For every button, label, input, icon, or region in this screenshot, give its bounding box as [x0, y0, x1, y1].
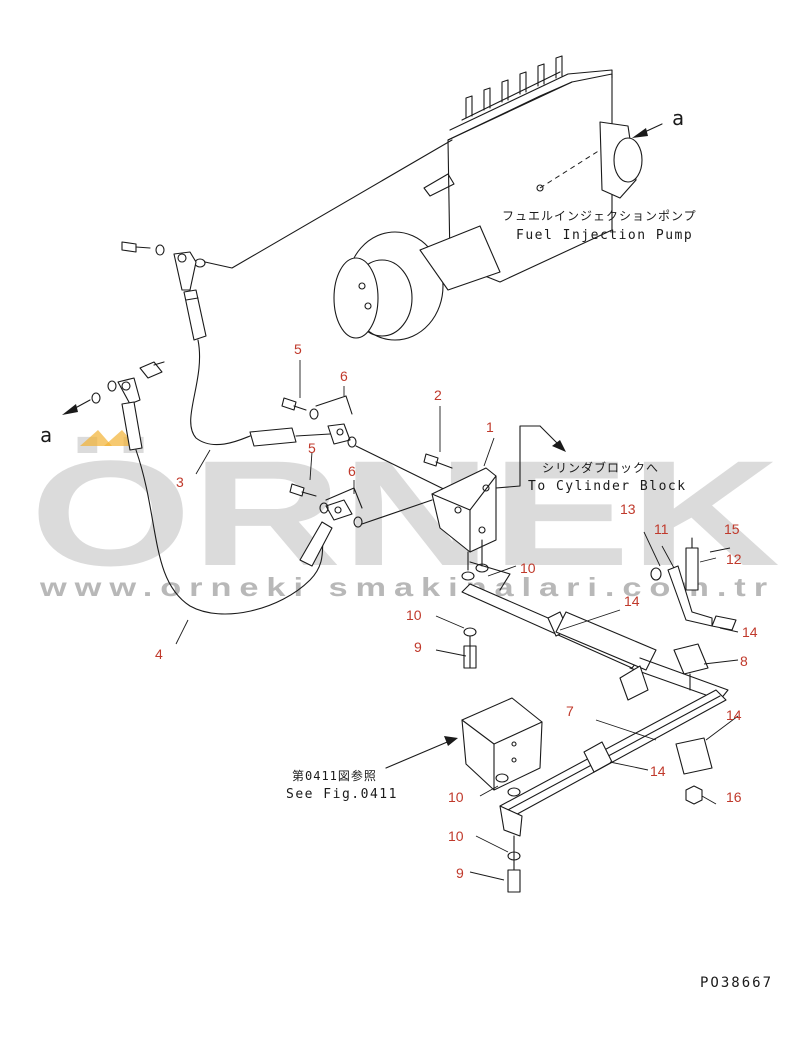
- callout-9b: 9: [456, 865, 464, 881]
- pump-label-jp: フュエルインジェクションポンプ: [502, 209, 697, 223]
- callout-10a: 10: [520, 560, 536, 576]
- pump-leader-line: [204, 139, 453, 269]
- ground-strap-4: a: [40, 361, 433, 615]
- callout-11: 11: [654, 521, 669, 537]
- view-a-label-left: a: [40, 423, 52, 447]
- callout-14a: 14: [624, 593, 640, 609]
- watermark-accent-right: [104, 430, 136, 446]
- watermark: ÖRNEK www.orneki smakinalari.com.tr: [30, 429, 780, 602]
- fuel-injection-pump: a: [333, 55, 684, 341]
- brace-8: [461, 583, 729, 701]
- callout-14d: 14: [650, 763, 666, 779]
- pump-delivery-valves: [465, 55, 563, 119]
- callout-6b: 6: [348, 463, 356, 479]
- watermark-accent-left: [80, 430, 112, 446]
- callout-5b: 5: [308, 440, 316, 456]
- figure-code: PO38667: [700, 975, 773, 991]
- callout-10b: 10: [406, 607, 422, 623]
- callout-10d: 10: [448, 828, 464, 844]
- clamps-14: [673, 643, 713, 775]
- bracket-11: [650, 537, 737, 631]
- watermark-brand: ÖRNEK: [30, 429, 780, 597]
- callout-16: 16: [726, 789, 742, 805]
- callout-15: 15: [724, 521, 740, 537]
- callout-6a: 6: [340, 368, 348, 384]
- bracket-1: [423, 425, 566, 571]
- callout-12: 12: [726, 551, 742, 567]
- callout-10c: 10: [448, 789, 464, 805]
- callout-4: 4: [155, 646, 163, 662]
- callout-14c: 14: [726, 707, 742, 723]
- callout-9a: 9: [414, 639, 422, 655]
- callout-1: 1: [486, 419, 494, 435]
- watermark-url: www.orneki smakinalari.com.tr: [39, 572, 775, 602]
- view-a-label-top: a: [672, 106, 684, 130]
- callout-7: 7: [566, 703, 574, 719]
- fig-label-en: See Fig.0411: [286, 787, 398, 802]
- pump-label-en: Fuel Injection Pump: [516, 228, 693, 243]
- fig-label-jp: 第0411図参照: [292, 768, 377, 783]
- ground-strap-3: [121, 241, 467, 501]
- block-label-jp: シリンダブロックへ: [542, 460, 659, 475]
- callout-2: 2: [434, 387, 442, 403]
- leader-lines: [175, 360, 739, 881]
- block-label-en: To Cylinder Block: [528, 479, 687, 494]
- upper-mount-hardware: [461, 561, 511, 669]
- callout-numbers: 1 2 3 4 5 5 6 6 7 8 9 9 10 10 10 10 11 1…: [155, 341, 758, 881]
- nut-16: [685, 785, 703, 805]
- brace-7: [499, 689, 727, 893]
- callout-5a: 5: [294, 341, 302, 357]
- callout-8: 8: [740, 653, 748, 669]
- reference-block-0411: [385, 697, 543, 797]
- callout-13: 13: [620, 501, 636, 517]
- callout-14b: 14: [742, 624, 758, 640]
- callout-3: 3: [176, 474, 184, 490]
